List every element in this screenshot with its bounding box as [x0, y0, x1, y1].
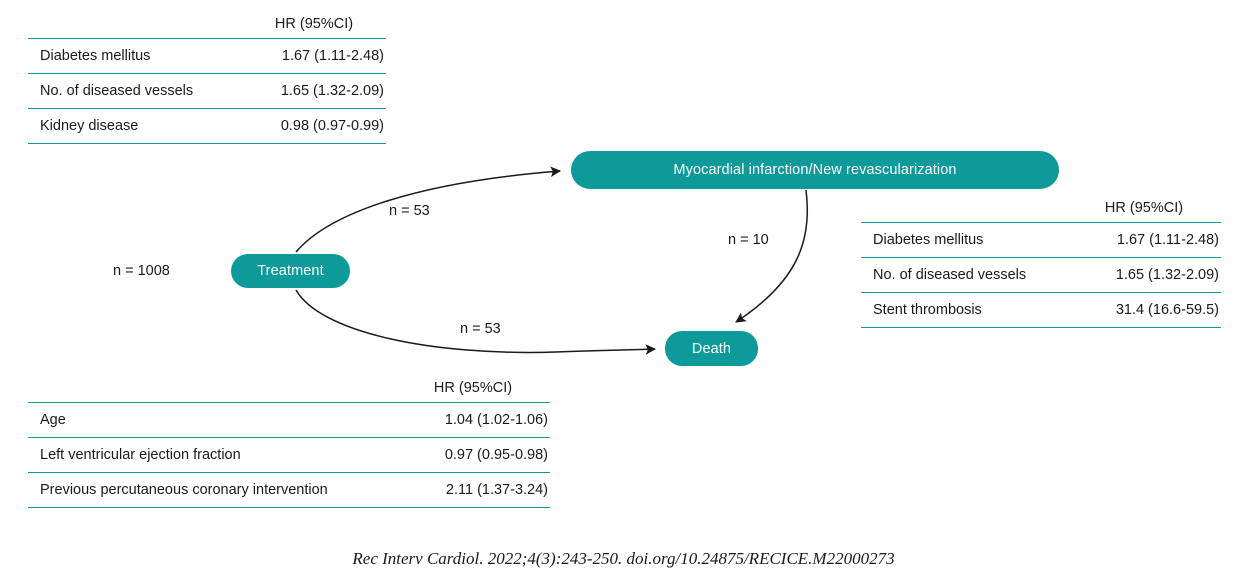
- table-header-row: HR (95%CI): [861, 200, 1221, 223]
- figure-citation: Rec Interv Cardiol. 2022;4(3):243-250. d…: [352, 549, 895, 568]
- table-header-blank: [28, 380, 398, 403]
- edge-label-treatment-to-death: n = 53: [460, 321, 501, 337]
- table-cell-value: 1.65 (1.32-2.09): [244, 73, 386, 109]
- hr-table-treatment-to-death: HR (95%CI) Age 1.04 (1.02-1.06) Left ven…: [28, 380, 550, 508]
- table-cell-value: 2.11 (1.37-3.24): [398, 472, 550, 508]
- node-death-label: Death: [691, 340, 732, 357]
- table-cell-value: 31.4 (16.6-59.5): [1069, 292, 1221, 328]
- table-row: Diabetes mellitus 1.67 (1.11-2.48): [861, 222, 1221, 258]
- table-header-row: HR (95%CI): [28, 380, 550, 403]
- table-row: Previous percutaneous coronary intervent…: [28, 472, 550, 508]
- edge-label-mi-to-death: n = 10: [728, 232, 769, 248]
- table-cell-label: No. of diseased vessels: [861, 257, 1069, 293]
- table-cell-value: 1.04 (1.02-1.06): [398, 402, 550, 438]
- table-header-row: HR (95%CI): [28, 16, 386, 39]
- table-cell-value: 1.67 (1.11-2.48): [244, 38, 386, 74]
- node-death[interactable]: Death: [665, 331, 758, 366]
- table-row: Kidney disease 0.98 (0.97-0.99): [28, 108, 386, 144]
- table-cell-value: 1.67 (1.11-2.48): [1069, 222, 1221, 258]
- edge-label-treatment-to-mi: n = 53: [389, 203, 430, 219]
- table-cell-label: Previous percutaneous coronary intervent…: [28, 472, 398, 508]
- hr-table-treatment-to-mi: HR (95%CI) Diabetes mellitus 1.67 (1.11-…: [28, 16, 386, 144]
- table-cell-label: Left ventricular ejection fraction: [28, 437, 398, 473]
- edge-mi-to-death: [735, 189, 809, 323]
- node-myocardial-infarction[interactable]: Myocardial infarction/New revascularizat…: [571, 151, 1059, 189]
- node-myocardial-infarction-label: Myocardial infarction/New revascularizat…: [673, 162, 957, 178]
- table-cell-value: 0.98 (0.97-0.99): [244, 108, 386, 144]
- table-header-blank: [861, 200, 1069, 223]
- table-cell-label: Stent thrombosis: [861, 292, 1069, 328]
- table-cell-value: 1.65 (1.32-2.09): [1069, 257, 1221, 293]
- hr-table-mi-to-death: HR (95%CI) Diabetes mellitus 1.67 (1.11-…: [861, 200, 1221, 328]
- table-cell-label: Diabetes mellitus: [861, 222, 1069, 258]
- table-header-hr: HR (95%CI): [433, 380, 513, 396]
- table-cell-label: Age: [28, 402, 398, 438]
- table-cell-label: Kidney disease: [28, 108, 244, 144]
- edge-label-baseline: n = 1008: [113, 263, 170, 279]
- table-cell-label: Diabetes mellitus: [28, 38, 244, 74]
- node-treatment-label: Treatment: [257, 263, 324, 279]
- table-cell-value: 0.97 (0.95-0.98): [398, 437, 550, 473]
- table-header-hr: HR (95%CI): [1104, 200, 1184, 216]
- table-row: Diabetes mellitus 1.67 (1.11-2.48): [28, 38, 386, 74]
- table-row: No. of diseased vessels 1.65 (1.32-2.09): [861, 257, 1221, 293]
- table-row: Stent thrombosis 31.4 (16.6-59.5): [861, 292, 1221, 328]
- node-treatment[interactable]: Treatment: [231, 254, 350, 288]
- table-row: No. of diseased vessels 1.65 (1.32-2.09): [28, 73, 386, 109]
- table-row: Age 1.04 (1.02-1.06): [28, 402, 550, 438]
- table-header-blank: [28, 16, 244, 39]
- table-header-hr: HR (95%CI): [274, 16, 354, 32]
- table-cell-label: No. of diseased vessels: [28, 73, 244, 109]
- table-row: Left ventricular ejection fraction 0.97 …: [28, 437, 550, 473]
